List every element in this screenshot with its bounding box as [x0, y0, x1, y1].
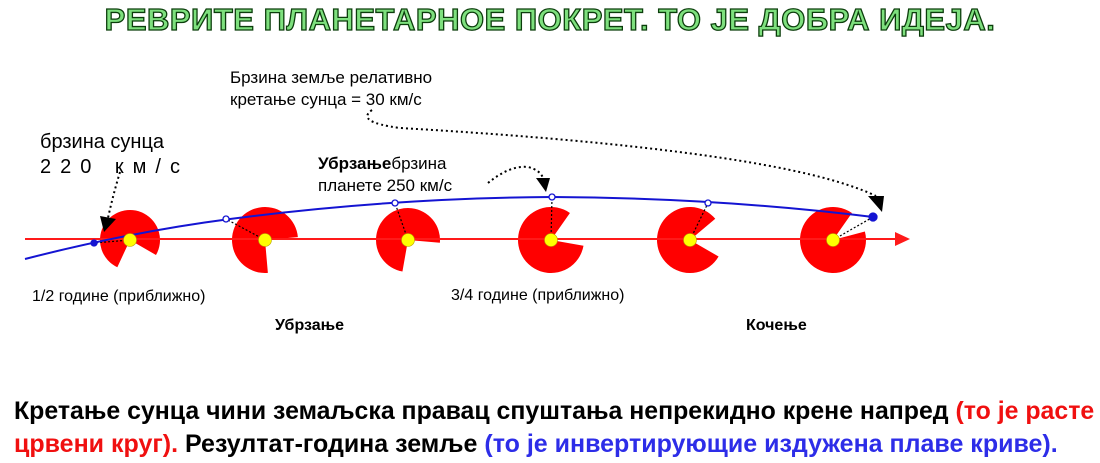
earth-position-dot-1: [90, 239, 98, 247]
caption-line2-blue: (то је инвертирующие издужена плаве крив…: [484, 430, 1058, 458]
planet-speed-pointer: [487, 165, 544, 184]
caption-line2-red: црвени круг).: [14, 430, 179, 458]
caption-line-2: црвени круг). Резултат-година земље (то …: [14, 428, 1058, 460]
sun-marker-1: [123, 233, 137, 247]
sun-speed-pointer-head: [100, 216, 116, 232]
sun-speed-line1: брзина сунца: [40, 131, 165, 153]
half-year-label: 1/2 године (приближно): [32, 288, 206, 305]
caption-line2-black: Резултат-година земље: [178, 430, 485, 458]
earth-relative-pointer-head: [868, 196, 884, 212]
earth-relative-line1: Брзина земље релативно: [230, 68, 433, 87]
earth-position-dot-5: [704, 199, 712, 207]
earth-relative-line2: кретање сунца = 30 км/с: [230, 90, 422, 109]
earth-relative-speed-label: Брзина земље релативно кретање сунца = 3…: [230, 67, 432, 111]
sun-path-arrowhead: [895, 232, 910, 246]
sun-speed-label: брзина сунца 220 км/с: [40, 130, 189, 180]
planet-speed-bold: Убрзање: [318, 154, 392, 173]
planet-speed-pointer-head: [536, 178, 550, 192]
sun-marker-4: [544, 233, 558, 247]
sun-marker-5: [683, 233, 697, 247]
earth-path-curve: [24, 195, 874, 260]
sun-speed-line2: 220 км/с: [40, 156, 189, 178]
three-quarter-year-label: 3/4 године (приближно): [451, 287, 625, 304]
caption-line-1: Кретање сунца чини земаљска правац спушт…: [14, 395, 1094, 427]
page-title: РЕВРИТЕ ПЛАНЕТАРНОЕ ПОКРЕТ. ТО ЈЕ ДОБРА …: [104, 1, 996, 37]
earth-position-dot-4: [548, 193, 556, 201]
earth-position-dot-6: [868, 212, 878, 222]
caption-line1-black: Кретање сунца чини земаљска правац спушт…: [14, 397, 956, 425]
sun-earth-connector-2: [225, 218, 266, 241]
sun-earth-connector-4: [550, 196, 553, 241]
braking-label: Кочење: [746, 317, 807, 334]
sun-markers: [123, 233, 840, 247]
planet-speed-label: Убрзањебрзина планете 250 км/с: [318, 153, 452, 197]
planet-speed-line2: планете 250 км/с: [318, 176, 453, 195]
caption-line1-red: (то је расте: [955, 397, 1095, 425]
orbit-discs: [93, 196, 874, 274]
sun-marker-2: [258, 233, 272, 247]
earth-position-dot-3: [391, 199, 399, 207]
sun-earth-connector-3: [394, 202, 409, 241]
sun-marker-6: [826, 233, 840, 247]
earth-relative-pointer: [366, 109, 877, 197]
earth-position-dot-2: [222, 215, 230, 223]
acceleration-label: Убрзање: [275, 317, 345, 334]
sun-earth-connector-5: [689, 202, 709, 241]
sun-marker-3: [401, 233, 415, 247]
earth-position-dots: [90, 193, 878, 247]
planet-speed-rest: брзина: [391, 154, 447, 173]
